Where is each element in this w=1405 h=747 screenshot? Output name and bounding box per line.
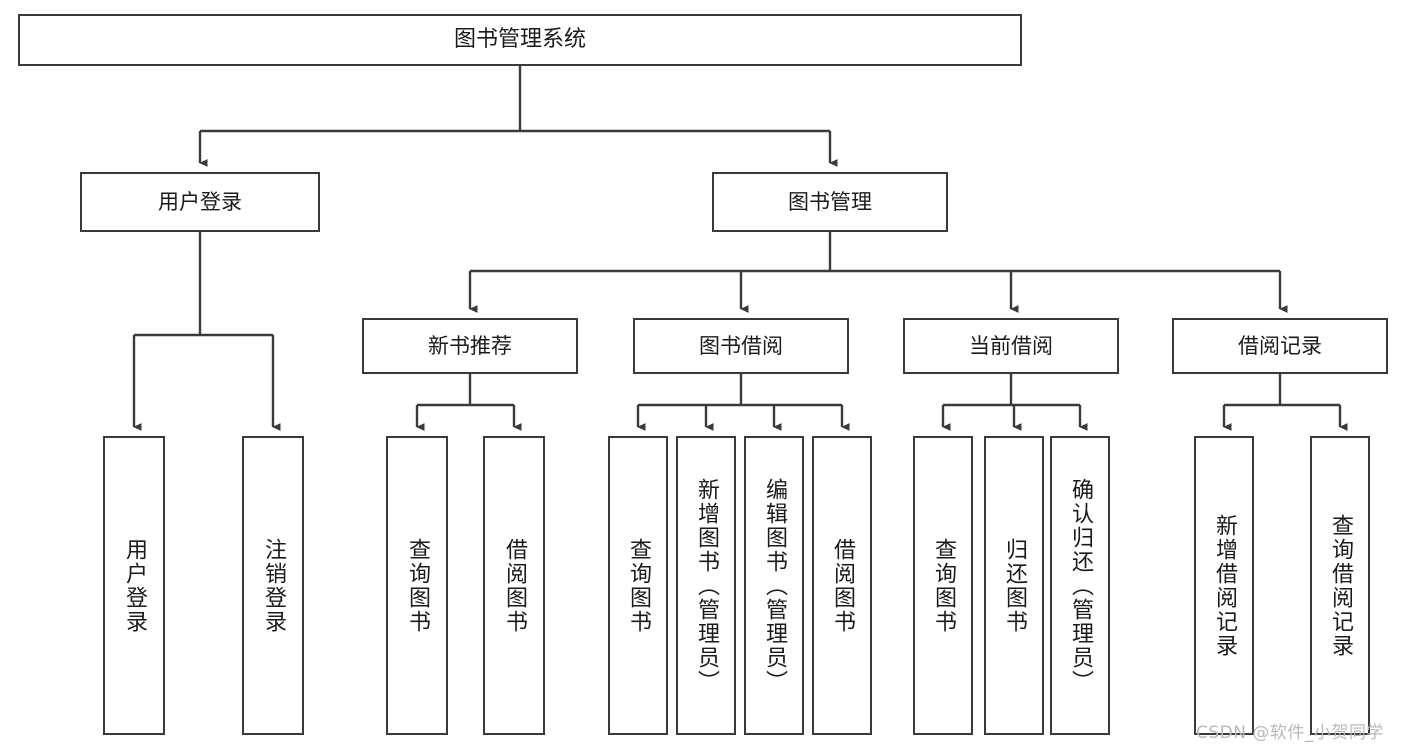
- node-label-root: 图书管理系统: [453, 27, 586, 53]
- node-leaf-bo-add[interactable]: 新增图书（管理员）: [676, 436, 736, 735]
- node-leaf-nb-query[interactable]: 查询图书: [386, 436, 448, 735]
- node-leaf-bo-borrow[interactable]: 借阅图书: [812, 436, 872, 735]
- node-records[interactable]: 借阅记录: [1172, 318, 1388, 374]
- node-label-leaf-cu-query: 查询图书: [931, 537, 956, 634]
- node-login[interactable]: 用户登录: [80, 172, 320, 232]
- node-leaf-user-login[interactable]: 用户登录: [103, 436, 165, 735]
- node-label-borrow: 图书借阅: [699, 333, 783, 358]
- watermark-text: CSDN @软件_小贺同学: [1196, 723, 1384, 743]
- node-label-leaf-cu-confirm: 确认归还（管理员）: [1068, 477, 1093, 694]
- node-label-leaf-bo-query: 查询图书: [626, 537, 651, 634]
- node-root[interactable]: 图书管理系统: [18, 14, 1022, 66]
- node-newbook[interactable]: 新书推荐: [362, 318, 578, 374]
- node-borrow[interactable]: 图书借阅: [633, 318, 849, 374]
- node-leaf-bo-edit[interactable]: 编辑图书（管理员）: [744, 436, 804, 735]
- node-bookmgmt[interactable]: 图书管理: [712, 172, 948, 232]
- node-leaf-rc-query[interactable]: 查询借阅记录: [1310, 436, 1370, 735]
- node-label-leaf-bo-edit: 编辑图书（管理员）: [762, 477, 787, 694]
- node-label-leaf-user-logout: 注销登录: [261, 537, 286, 634]
- node-label-leaf-user-login: 用户登录: [122, 537, 147, 634]
- node-leaf-nb-borrow[interactable]: 借阅图书: [483, 436, 545, 735]
- node-label-login: 用户登录: [158, 189, 242, 214]
- node-label-leaf-rc-query: 查询借阅记录: [1328, 513, 1353, 658]
- node-label-leaf-nb-query: 查询图书: [405, 537, 430, 634]
- node-label-records: 借阅记录: [1238, 333, 1322, 358]
- node-label-leaf-cu-return: 归还图书: [1002, 537, 1027, 634]
- node-leaf-cu-return[interactable]: 归还图书: [984, 436, 1044, 735]
- node-leaf-bo-query[interactable]: 查询图书: [608, 436, 668, 735]
- node-label-bookmgmt: 图书管理: [788, 189, 872, 214]
- node-leaf-cu-confirm[interactable]: 确认归还（管理员）: [1050, 436, 1110, 735]
- node-label-leaf-bo-add: 新增图书（管理员）: [694, 477, 719, 694]
- node-label-leaf-bo-borrow: 借阅图书: [830, 537, 855, 634]
- node-label-leaf-nb-borrow: 借阅图书: [502, 537, 527, 634]
- node-leaf-rc-add[interactable]: 新增借阅记录: [1194, 436, 1254, 735]
- node-leaf-user-logout[interactable]: 注销登录: [242, 436, 304, 735]
- node-current[interactable]: 当前借阅: [903, 318, 1119, 374]
- node-label-newbook: 新书推荐: [428, 333, 512, 358]
- node-leaf-cu-query[interactable]: 查询图书: [913, 436, 973, 735]
- node-label-leaf-rc-add: 新增借阅记录: [1212, 513, 1237, 658]
- node-label-current: 当前借阅: [969, 333, 1053, 358]
